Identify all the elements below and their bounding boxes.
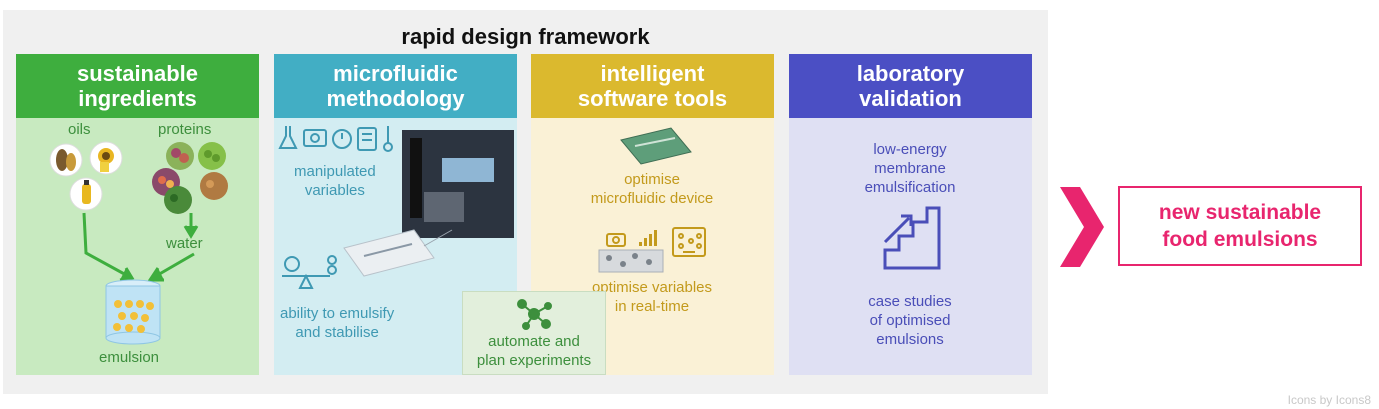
microscope-photo-icon — [402, 130, 514, 238]
neural-network-icon — [672, 227, 706, 257]
result-line2: food emulsions — [1162, 228, 1318, 251]
result-line1: new sustainable — [1158, 201, 1322, 224]
proteins-label: proteins — [158, 121, 212, 138]
signal-bars-icon — [639, 230, 657, 246]
oils-label: oils — [68, 121, 91, 138]
camera-icon — [606, 233, 626, 247]
droplet-micrograph-icon — [598, 249, 664, 273]
result-chevron-icon — [1060, 187, 1104, 267]
lab-instruments-icon — [278, 126, 393, 152]
balance-scale-icon — [282, 255, 337, 289]
water-label: water — [166, 235, 203, 252]
methodology-illustration — [278, 126, 514, 289]
microfluidic-device-icon — [620, 127, 692, 165]
result-box: new sustainable food emulsions — [1118, 186, 1362, 266]
microfluidic-chip-icon — [343, 229, 453, 277]
flow-arrows — [82, 212, 199, 282]
stairs-growth-icon — [883, 206, 941, 270]
emulsion-beaker-icon — [105, 279, 161, 345]
emulsion-label: emulsion — [99, 349, 160, 366]
framework-title: rapid design framework — [401, 24, 650, 49]
oil-bottles-icon — [49, 141, 123, 211]
validation-illustration — [883, 206, 941, 270]
software-illustration — [598, 127, 706, 273]
network-graph-icon — [517, 299, 552, 330]
icon-credit: Icons by Icons8 — [1287, 393, 1371, 407]
protein-foods-icon — [152, 142, 228, 214]
ingredients-illustration — [49, 141, 228, 345]
column-body: oils proteins water emulsion — [16, 118, 259, 375]
